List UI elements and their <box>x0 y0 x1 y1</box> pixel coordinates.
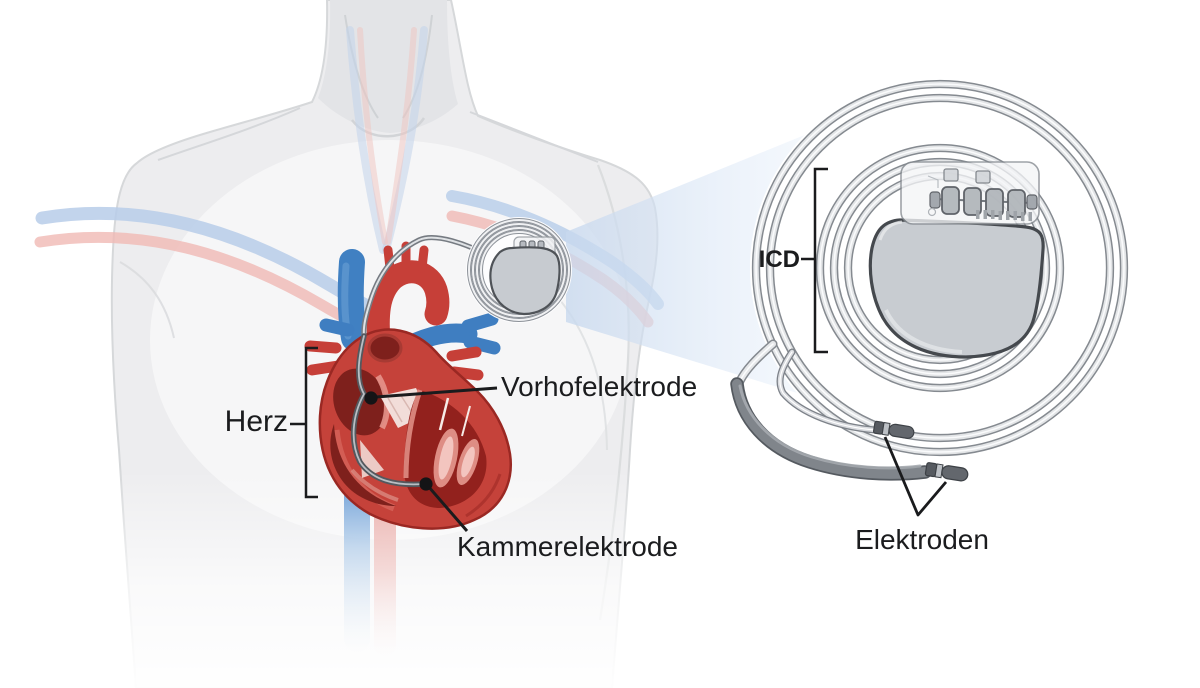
atrial-lead-closeup <box>776 348 879 434</box>
label-icd: ICD <box>758 246 800 273</box>
herz-bracket <box>304 346 318 499</box>
label-vorhofelektrode: Vorhofelektrode <box>501 371 698 402</box>
heart-illustration <box>304 241 512 530</box>
electrode-tip-upper <box>872 420 915 439</box>
icd-closeup <box>730 78 1130 482</box>
kammerelektrode-leader <box>426 485 469 532</box>
great-vessels <box>304 241 501 381</box>
elektroden-leader <box>883 436 948 517</box>
icd-header <box>900 161 1040 225</box>
right-ventricle-cavity <box>330 424 396 506</box>
icd-bracket <box>813 167 828 354</box>
icd-can <box>868 218 1045 359</box>
can-small <box>489 246 561 316</box>
electrode-tip-lower <box>924 462 969 482</box>
shock-coil <box>730 377 932 481</box>
atrial-electrode-dot <box>364 391 378 405</box>
transvenous-lead <box>350 235 503 488</box>
annotations <box>290 167 948 532</box>
vorhofelektrode-leader <box>375 386 498 399</box>
label-elektroden: Elektroden <box>855 524 989 555</box>
neck-shading <box>318 0 458 133</box>
icd-device-small <box>466 217 572 323</box>
magnifier-beam <box>566 132 820 400</box>
ventricular-electrode-dot <box>419 477 433 491</box>
label-herz: Herz <box>224 405 288 438</box>
label-kammerelektrode: Kammerelektrode <box>457 531 678 562</box>
header-comb-detail <box>976 210 1032 221</box>
